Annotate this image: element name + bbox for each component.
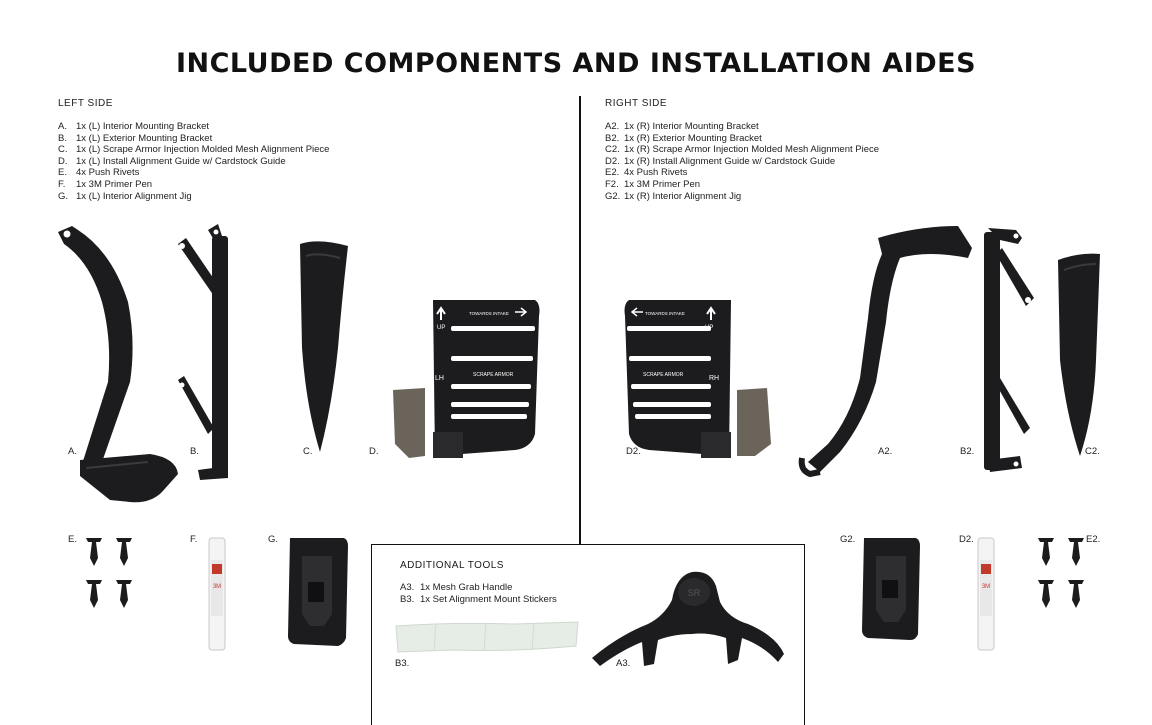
handle-logo: SR bbox=[688, 588, 701, 598]
part-label-f: F. bbox=[190, 534, 198, 545]
guide-top-text: TOWARDS INTAKE bbox=[645, 311, 685, 316]
alignment-stickers-image bbox=[395, 621, 579, 653]
right-primer-pen-image: 3M bbox=[977, 537, 995, 651]
left-primer-pen-image: 3M bbox=[208, 537, 226, 651]
left-alignment-jig-image bbox=[288, 538, 348, 646]
guide-top-text: TOWARDS INTAKE bbox=[469, 311, 509, 316]
left-push-rivets-image bbox=[86, 538, 132, 608]
list-item: A.1x (L) Interior Mounting Bracket bbox=[58, 121, 210, 132]
right-side-heading: RIGHT SIDE bbox=[605, 98, 668, 109]
part-label-e: E. bbox=[68, 534, 77, 545]
part-label-b3: B3. bbox=[395, 658, 410, 669]
part-label-b: B. bbox=[190, 446, 199, 457]
list-item: D.1x (L) Install Alignment Guide w/ Card… bbox=[58, 155, 286, 167]
right-alignment-jig-image bbox=[862, 538, 920, 640]
mesh-grab-handle-image: SR bbox=[592, 571, 784, 666]
list-item: A2.1x (R) Interior Mounting Bracket bbox=[605, 121, 759, 132]
part-label-c: C. bbox=[303, 446, 313, 457]
page-title: INCLUDED COMPONENTS AND INSTALLATION AID… bbox=[175, 48, 977, 79]
part-label-g2: G2. bbox=[840, 534, 856, 545]
guide-logo-text: SCRAPE ARMOR bbox=[473, 372, 514, 378]
right-interior-bracket-image bbox=[798, 226, 972, 478]
list-item: D2.1x (R) Install Alignment Guide w/ Car… bbox=[605, 155, 836, 167]
list-item: E.4x Push Rivets bbox=[58, 167, 140, 179]
list-item: B2.1x (R) Exterior Mounting Bracket bbox=[605, 132, 762, 144]
guide-up-label: UP bbox=[437, 325, 445, 331]
part-label-c2: C2. bbox=[1085, 446, 1100, 457]
part-label-a: A. bbox=[68, 446, 77, 457]
list-item: G2.1x (R) Interior Alignment Jig bbox=[605, 190, 742, 202]
right-components-list: A2.1x (R) Interior Mounting Bracket B2.1… bbox=[605, 121, 879, 202]
pen-brand: 3M bbox=[982, 584, 990, 590]
part-label-d: D. bbox=[369, 446, 379, 457]
list-item: E2.4x Push Rivets bbox=[605, 167, 688, 179]
list-item: G.1x (L) Interior Alignment Jig bbox=[58, 190, 192, 202]
list-item: C2.1x (R) Scrape Armor Injection Molded … bbox=[605, 144, 880, 156]
left-mesh-alignment-piece-image bbox=[300, 241, 348, 452]
left-side-heading: LEFT SIDE bbox=[58, 98, 113, 109]
additional-tools-heading: ADDITIONAL TOOLS bbox=[400, 560, 504, 571]
right-push-rivets-image bbox=[1038, 538, 1084, 608]
additional-tools-box bbox=[371, 544, 805, 725]
right-exterior-bracket-image bbox=[984, 228, 1034, 472]
left-alignment-guide-image: UP TOWARDS INTAKE LH SCRAPE ARMOR bbox=[393, 300, 540, 458]
additional-tools-list: A3.1x Mesh Grab Handle B3.1x Set Alignme… bbox=[400, 582, 557, 605]
guide-logo-text: SCRAPE ARMOR bbox=[643, 372, 684, 378]
left-exterior-bracket-image bbox=[178, 224, 228, 480]
part-label-e2: E2. bbox=[1086, 534, 1101, 545]
list-item: B3.1x Set Alignment Mount Stickers bbox=[400, 593, 557, 605]
left-interior-bracket-image bbox=[58, 226, 178, 503]
guide-side-label: RH bbox=[709, 375, 719, 382]
part-label-g: G. bbox=[268, 534, 279, 545]
list-item: A3.1x Mesh Grab Handle bbox=[400, 582, 513, 593]
list-item: F2.1x 3M Primer Pen bbox=[605, 178, 701, 190]
right-alignment-guide-image: UP TOWARDS INTAKE RH SCRAPE ARMOR bbox=[624, 300, 771, 458]
list-item: C.1x (L) Scrape Armor Injection Molded M… bbox=[58, 144, 330, 156]
part-label-b2: B2. bbox=[960, 446, 975, 457]
center-divider bbox=[579, 96, 581, 545]
list-item: F.1x 3M Primer Pen bbox=[58, 178, 153, 190]
part-label-a3: A3. bbox=[616, 658, 631, 669]
pen-brand: 3M bbox=[213, 584, 221, 590]
list-item: B.1x (L) Exterior Mounting Bracket bbox=[58, 132, 213, 144]
part-label-d2-pen: D2. bbox=[959, 534, 974, 545]
part-label-d2: D2. bbox=[626, 446, 641, 457]
guide-up-label: UP bbox=[705, 325, 713, 331]
left-components-list: A.1x (L) Interior Mounting Bracket B.1x … bbox=[58, 121, 329, 202]
part-label-a2: A2. bbox=[878, 446, 893, 457]
guide-side-label: LH bbox=[435, 375, 444, 382]
right-mesh-alignment-piece-image bbox=[1058, 253, 1100, 456]
